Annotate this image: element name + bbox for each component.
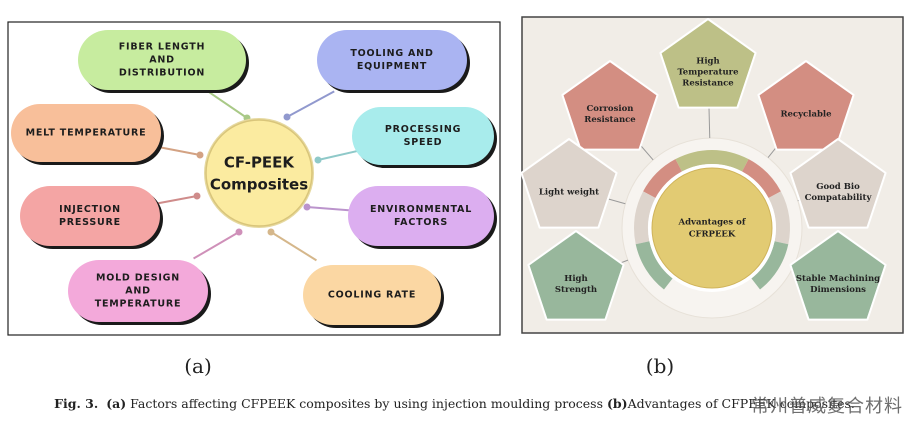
- connector-dot: [303, 203, 311, 211]
- connector-line: [708, 107, 711, 139]
- factor-label-line: FIBER LENGTH: [119, 42, 206, 53]
- advantage-label-line: Compatability: [805, 193, 873, 203]
- center-title-line2: Composites: [210, 176, 308, 194]
- factor-label-line: MELT TEMPERATURE: [26, 128, 147, 139]
- ring-segment: [635, 241, 673, 290]
- factor-pill: [68, 260, 208, 322]
- ring-segment: [768, 191, 791, 245]
- factor-label-line: EQUIPMENT: [357, 61, 427, 72]
- factor-label-line: MOLD DESIGN: [96, 273, 180, 284]
- ring-segment: [675, 150, 749, 172]
- factor-pill: [303, 265, 441, 325]
- caption-b-tag: (b): [606, 396, 628, 411]
- factor-pill: [317, 30, 467, 90]
- factor-label: INJECTION PRESSURE: [59, 204, 121, 228]
- factor-label-line: SPEED: [404, 137, 443, 148]
- connector-dot: [267, 228, 275, 236]
- factor-label-line: DISTRIBUTION: [119, 68, 205, 79]
- advantage-label-line: Good Bio: [816, 182, 860, 192]
- advantage-label-line: Recyclable: [780, 110, 832, 120]
- factor-pill: [348, 186, 494, 246]
- connector-dot: [283, 113, 291, 121]
- caption-a-text: Factors affecting CFPEEK composites by u…: [126, 396, 607, 411]
- advantage-label-line: Light weight: [539, 188, 599, 198]
- factor-pill: [11, 104, 161, 162]
- ring-segment: [742, 159, 781, 198]
- caption-b-text: Advantages of CFPEEK composites.: [627, 396, 855, 411]
- factor-label: COOLING RATE: [328, 290, 416, 301]
- advantage-label-line: Strength: [555, 285, 597, 295]
- center-title-line1: CF-PEEK: [224, 154, 296, 172]
- panel-a-diagram: FIBER LENGTH AND DISTRIBUTION TOOLING AND EQ…: [11, 30, 497, 328]
- advantage-pentagon: [561, 60, 659, 151]
- advantage-label-line: High: [564, 274, 587, 284]
- factor-label-line: INJECTION: [59, 204, 121, 215]
- advantage-label-line: Dimensions: [810, 285, 866, 295]
- panel-a-label: (a): [184, 354, 212, 378]
- advantage-label-line: Resistance: [584, 115, 636, 125]
- factor-label: FIBER LENGTH AND DISTRIBUTION: [119, 42, 206, 79]
- advantage-pentagon: [520, 138, 618, 229]
- advantage-label: Light weight: [539, 188, 599, 198]
- connector-dot: [196, 151, 204, 159]
- factor-label-line: PRESSURE: [59, 217, 121, 228]
- factor-label-line: ENVIRONMENTAL: [370, 204, 472, 215]
- center-title-line1: Advantages of: [677, 218, 746, 228]
- factor-label: TOOLING AND EQUIPMENT: [350, 48, 433, 72]
- advantage-pentagon: [789, 138, 887, 229]
- factor-label: MELT TEMPERATURE: [26, 128, 147, 139]
- panel-b-label: (b): [646, 354, 674, 378]
- factor-pill: [20, 186, 160, 246]
- factor-pill: [78, 30, 246, 90]
- factor-label-line: TOOLING AND: [350, 48, 433, 59]
- connector-line: [208, 91, 248, 119]
- connector-dot: [193, 192, 201, 200]
- ring-segment: [633, 191, 656, 245]
- figure-caption: Fig. 3. (a) Factors affecting CFPEEK com…: [0, 396, 909, 411]
- factor-label-line: COOLING RATE: [328, 290, 416, 301]
- caption-a-tag: (a): [106, 396, 127, 411]
- advantage-label-line: Temperature: [677, 68, 739, 78]
- advantage-pentagon: [659, 18, 757, 109]
- advantage-label-line: Stable Machining: [796, 274, 880, 284]
- factor-label: PROCESSING SPEED: [385, 124, 461, 148]
- ring-segment: [643, 159, 682, 198]
- factor-label-line: FACTORS: [394, 217, 448, 228]
- factor-label-line: PROCESSING: [385, 124, 461, 135]
- advantage-label: Recyclable: [780, 110, 832, 120]
- caption-fig-number: Fig. 3.: [54, 396, 99, 411]
- advantage-pentagon: [789, 230, 887, 321]
- connector-line: [286, 90, 335, 118]
- center-disk: [651, 167, 773, 289]
- connector-line: [193, 231, 240, 260]
- center-title-line2: CFRPEEK: [689, 230, 736, 240]
- connector-line: [270, 231, 317, 262]
- factor-pill: [352, 107, 494, 165]
- factor-label: MOLD DESIGN AND TEMPERATURE: [95, 273, 182, 310]
- center-circle: [205, 119, 313, 227]
- factor-label: ENVIRONMENTAL FACTORS: [370, 204, 472, 228]
- connector-dot: [314, 156, 322, 164]
- advantage-pentagon: [757, 60, 855, 151]
- advantage-label-line: High: [696, 57, 719, 67]
- advantage-pentagon: [527, 230, 625, 321]
- connector-dot: [235, 228, 243, 236]
- watermark-text: 常州普威复合材料: [751, 396, 903, 417]
- factor-label-line: AND: [125, 286, 151, 297]
- factor-label-line: AND: [149, 55, 175, 66]
- factor-label-line: TEMPERATURE: [95, 299, 182, 310]
- advantage-label-line: Corrosion: [587, 104, 634, 114]
- advantage-label-line: Resistance: [682, 79, 734, 89]
- connector-line: [607, 198, 626, 205]
- ring-segment: [751, 241, 789, 290]
